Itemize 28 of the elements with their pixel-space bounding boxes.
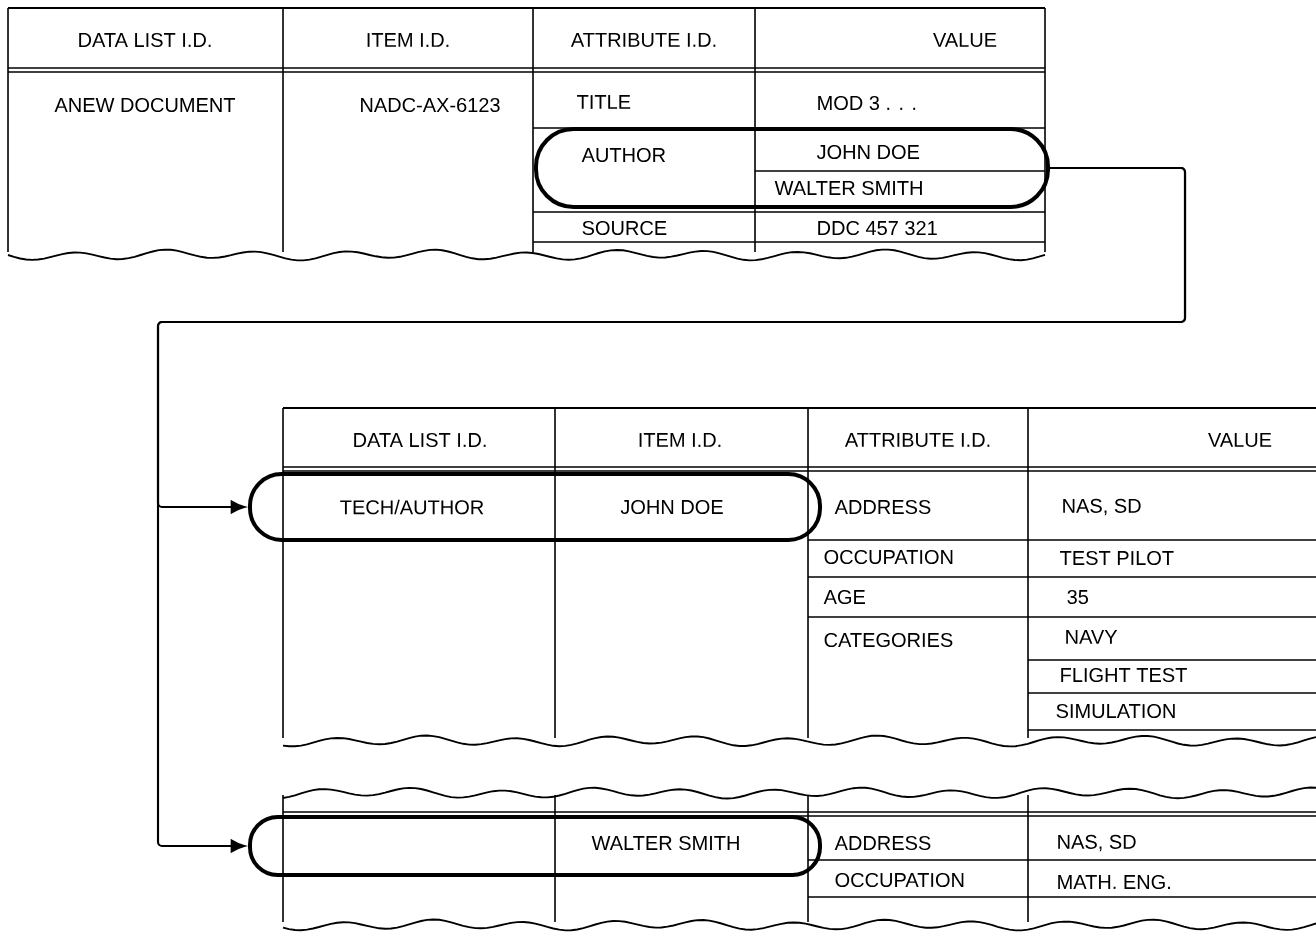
table-cell-text: TITLE (577, 95, 631, 109)
table-cell-text: CATEGORIES (824, 632, 953, 648)
highlight-outline: WALTER SMITH (248, 815, 822, 877)
table-cell-text: 35 (1067, 589, 1088, 605)
column-header: DATA LIST I.D. (354, 432, 486, 448)
column-header: VALUE (1208, 433, 1272, 447)
column-header: ATTRIBUTE I.D. (844, 433, 990, 447)
table-cell-text: SIMULATION (1056, 703, 1175, 719)
table-cell-text: MOD 3 . . . (818, 95, 916, 111)
highlight-outline: TECH/AUTHOR JOHN DOE (248, 472, 822, 542)
table-cell-text: NAS, SD (1058, 834, 1136, 852)
table-cell-text: FLIGHT TEST (1061, 667, 1187, 683)
table-cell-text: TEST PILOT (1060, 550, 1174, 566)
column-header: ITEM I.D. (639, 433, 721, 447)
column-header: VALUE (933, 33, 997, 47)
table-cell-text: ANEW DOCUMENT (54, 97, 236, 113)
table-cell-text: OCCUPATION (835, 872, 964, 888)
table-cell-text: AGE (823, 589, 865, 605)
connector-arrow (156, 166, 1187, 853)
column-header: ATTRIBUTE I.D. (570, 33, 716, 47)
highlight-outline: AUTHOR JOHN DOE WALTER SMITH (534, 127, 1050, 209)
table-cell-text: NAS, SD (1063, 498, 1141, 516)
table-cell-text: NAVY (1066, 630, 1118, 644)
table-cell-text: NADC-AX-6123 (361, 97, 500, 113)
table-cell-text: OCCUPATION (824, 549, 953, 565)
table-cell-text: MATH. ENG. (1058, 874, 1170, 890)
column-header: ITEM I.D. (367, 33, 449, 47)
column-header: DATA LIST I.D. (79, 32, 211, 48)
